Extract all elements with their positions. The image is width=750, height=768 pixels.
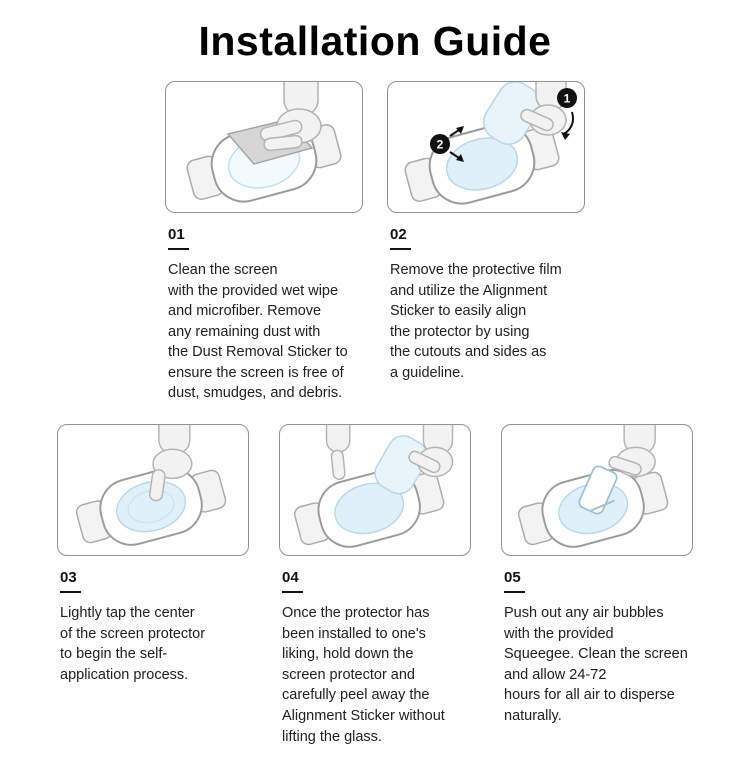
step-04-panel [279,424,471,557]
svg-text:1: 1 [564,92,571,106]
step-description: Once the protector has been installed to… [282,605,445,745]
step-divider [168,248,189,250]
step-number: 04 [282,569,299,587]
step-03-illustration [75,425,227,546]
alignment-arrows-icon [449,126,464,162]
step-number: 01 [168,226,185,243]
hand-icon [608,425,656,478]
holding-finger-icon [325,425,351,481]
step-01: 01 Clean the screen with the provided we… [165,81,363,404]
watch-icon [75,467,227,546]
step-05-panel [501,424,693,557]
step-description: Clean the screen with the provided wet w… [168,262,348,402]
peeling-hand-icon [408,425,454,478]
hand-icon [259,82,322,152]
step-divider [60,591,81,594]
step-description: Push out any air bubbles with the provid… [504,605,688,724]
step-divider [390,248,411,250]
step-divider [504,591,525,594]
step-01-panel [165,81,363,213]
steps-row-1: 01 Clean the screen with the provided we… [0,81,750,404]
step-02: 1 2 02 [387,81,585,383]
step-02-panel: 1 2 [387,81,585,213]
curved-arrow-icon [563,111,574,135]
step-04-illustration [294,425,454,548]
step-01-illustration [186,82,342,203]
installation-guide-page: Installation Guide [0,18,750,768]
step-02-illustration: 1 2 [404,82,577,205]
step-badge-1: 1 [557,88,577,140]
step-description: Lightly tap the center of the screen pro… [60,605,206,683]
step-05-illustration [517,425,669,548]
step-number: 02 [390,226,407,243]
step-03-panel [57,424,249,557]
hand-icon [149,425,193,502]
step-number: 03 [60,569,77,587]
step-badge-2: 2 [430,126,464,162]
step-05: 05 Push out any air bubbles with the pro… [501,424,693,726]
step-number: 05 [504,569,521,587]
step-04: 04 Once the protector has been installed… [279,424,471,747]
step-description: Remove the protective film and utilize t… [390,262,562,381]
step-divider [282,591,303,594]
steps-row-2: 03 Lightly tap the center of the screen … [0,424,750,747]
svg-text:2: 2 [437,138,444,152]
squeegee-icon [578,465,618,515]
page-title: Installation Guide [198,18,552,64]
step-03: 03 Lightly tap the center of the screen … [57,424,249,685]
alignment-sticker-icon [374,435,428,495]
